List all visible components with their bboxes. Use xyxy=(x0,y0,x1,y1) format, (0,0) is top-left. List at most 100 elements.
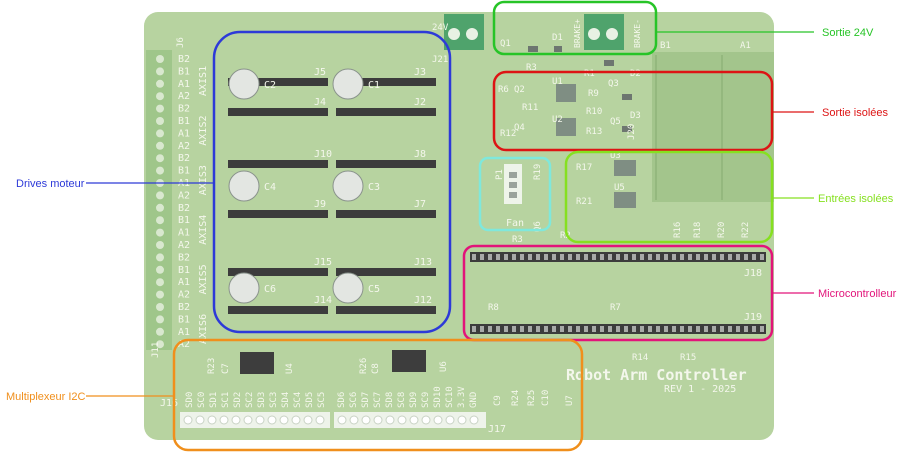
capacitor-label: C1 xyxy=(368,80,380,91)
input-part-label: R19 xyxy=(533,164,543,180)
mux-pin-label: SD4 xyxy=(281,392,291,408)
axis-pin-pad xyxy=(156,216,164,225)
motor-header-label: J8 xyxy=(414,149,426,160)
micro-pin xyxy=(528,254,532,260)
fan-q-label: Q6 xyxy=(533,221,543,232)
motor-header xyxy=(336,108,436,116)
axis-pin-label: B2 xyxy=(178,252,190,263)
motor-header xyxy=(228,306,328,314)
micro-part-label: R7 xyxy=(610,303,621,313)
axis-pin-label: A1 xyxy=(178,79,190,90)
micro-pin xyxy=(608,254,612,260)
motor-header-label: J10 xyxy=(314,149,332,160)
micro-pin xyxy=(536,326,540,332)
output-terminal-block xyxy=(652,52,774,202)
output-part-label: D1 xyxy=(552,33,563,43)
micro-pin xyxy=(672,254,676,260)
region-multiplexeur xyxy=(172,338,584,452)
micro-pin xyxy=(736,326,740,332)
output-components xyxy=(528,46,632,136)
micro-pin xyxy=(584,254,588,260)
mux-part-label: R24 xyxy=(511,390,521,406)
micro-pin xyxy=(544,326,548,332)
motor-header xyxy=(336,210,436,218)
motor-header xyxy=(336,78,436,86)
axis-pin-pad xyxy=(156,191,164,200)
micro-part-label: R15 xyxy=(680,353,696,363)
motor-header-label: J3 xyxy=(414,67,426,78)
micro-pin xyxy=(552,326,556,332)
axis-pin-label: B2 xyxy=(178,54,190,65)
micro-pin xyxy=(480,254,484,260)
axis-pin-pad xyxy=(156,166,164,175)
mux-pad xyxy=(303,415,313,425)
axis-label: AXIS1 xyxy=(198,66,209,96)
micro-pin xyxy=(696,326,700,332)
mux-pin-label: SC2 xyxy=(245,392,255,408)
axis-pin-pad xyxy=(156,327,164,336)
mux-pad xyxy=(291,415,301,425)
micro-pin xyxy=(528,326,532,332)
mux-pad xyxy=(279,415,289,425)
micro-pin xyxy=(592,254,596,260)
micro-pin xyxy=(704,254,708,260)
micro-pin xyxy=(648,254,652,260)
micro-pin xyxy=(696,254,700,260)
micro-part-label: R14 xyxy=(632,353,648,363)
axis-pin-pad xyxy=(156,104,164,113)
capacitor-label: C3 xyxy=(368,182,380,193)
power-terminal-screw xyxy=(466,28,478,40)
micro-pin xyxy=(744,326,748,332)
mux-pin-label: SC8 xyxy=(397,392,407,408)
micro-pin xyxy=(568,326,572,332)
micro-pin xyxy=(600,254,604,260)
callout-sortie-isolees: Sortie isolées xyxy=(822,107,889,119)
region-sortie-24v xyxy=(492,0,658,56)
mux-chip-u4 xyxy=(240,352,274,374)
axis-pin-label: A1 xyxy=(178,327,190,338)
brake-terminal-screw xyxy=(606,28,618,40)
micro-pin xyxy=(656,326,660,332)
micro-pin xyxy=(616,326,620,332)
micro-pin xyxy=(760,326,764,332)
input-part-label: R18 xyxy=(693,222,703,238)
axis-pin-label: B1 xyxy=(178,265,190,276)
mux-pad xyxy=(397,415,407,425)
mux-pin-label: SD9 xyxy=(409,392,419,408)
motor-header xyxy=(228,160,328,168)
output-part-label: R13 xyxy=(586,127,602,137)
optocoupler-u5 xyxy=(614,192,636,208)
micro-pin xyxy=(640,254,644,260)
axis-pin-pad xyxy=(156,228,164,237)
mux-pad xyxy=(183,415,193,425)
micro-pin xyxy=(576,254,580,260)
output-part-label: Q1 xyxy=(500,39,511,49)
mux-pin-label: SC7 xyxy=(373,392,383,408)
axis-pin-pad xyxy=(156,253,164,262)
axis-pin-pad xyxy=(156,340,164,349)
fan-ref-label: P1 xyxy=(495,169,505,180)
micro-pin xyxy=(752,326,756,332)
axis-pin-label: A1 xyxy=(178,277,190,288)
output-part-label: Q4 xyxy=(514,123,525,133)
micro-pin xyxy=(544,254,548,260)
axis-pin-label: A2 xyxy=(178,91,190,102)
axis-pin-label: B2 xyxy=(178,104,190,115)
micro-pin xyxy=(656,254,660,260)
power-label: 24V xyxy=(432,23,449,33)
j11-label: J11 xyxy=(151,342,161,358)
j19-label: J19 xyxy=(744,312,762,323)
micro-pin xyxy=(568,254,572,260)
region-sortie-isolees xyxy=(492,70,774,152)
input-part-label: U5 xyxy=(614,183,625,193)
micro-pin xyxy=(648,326,652,332)
axis-pin-label: B2 xyxy=(178,203,190,214)
output-part-label: Q2 xyxy=(514,85,525,95)
mux-pad xyxy=(255,415,265,425)
micro-pin xyxy=(496,254,500,260)
micro-pin xyxy=(512,254,516,260)
output-part-label: R6 xyxy=(498,85,509,95)
mux-part-label: C10 xyxy=(541,390,551,406)
motor-header-label: J7 xyxy=(414,199,426,210)
callout-entrees-isolees: Entrées isolées xyxy=(818,193,894,205)
